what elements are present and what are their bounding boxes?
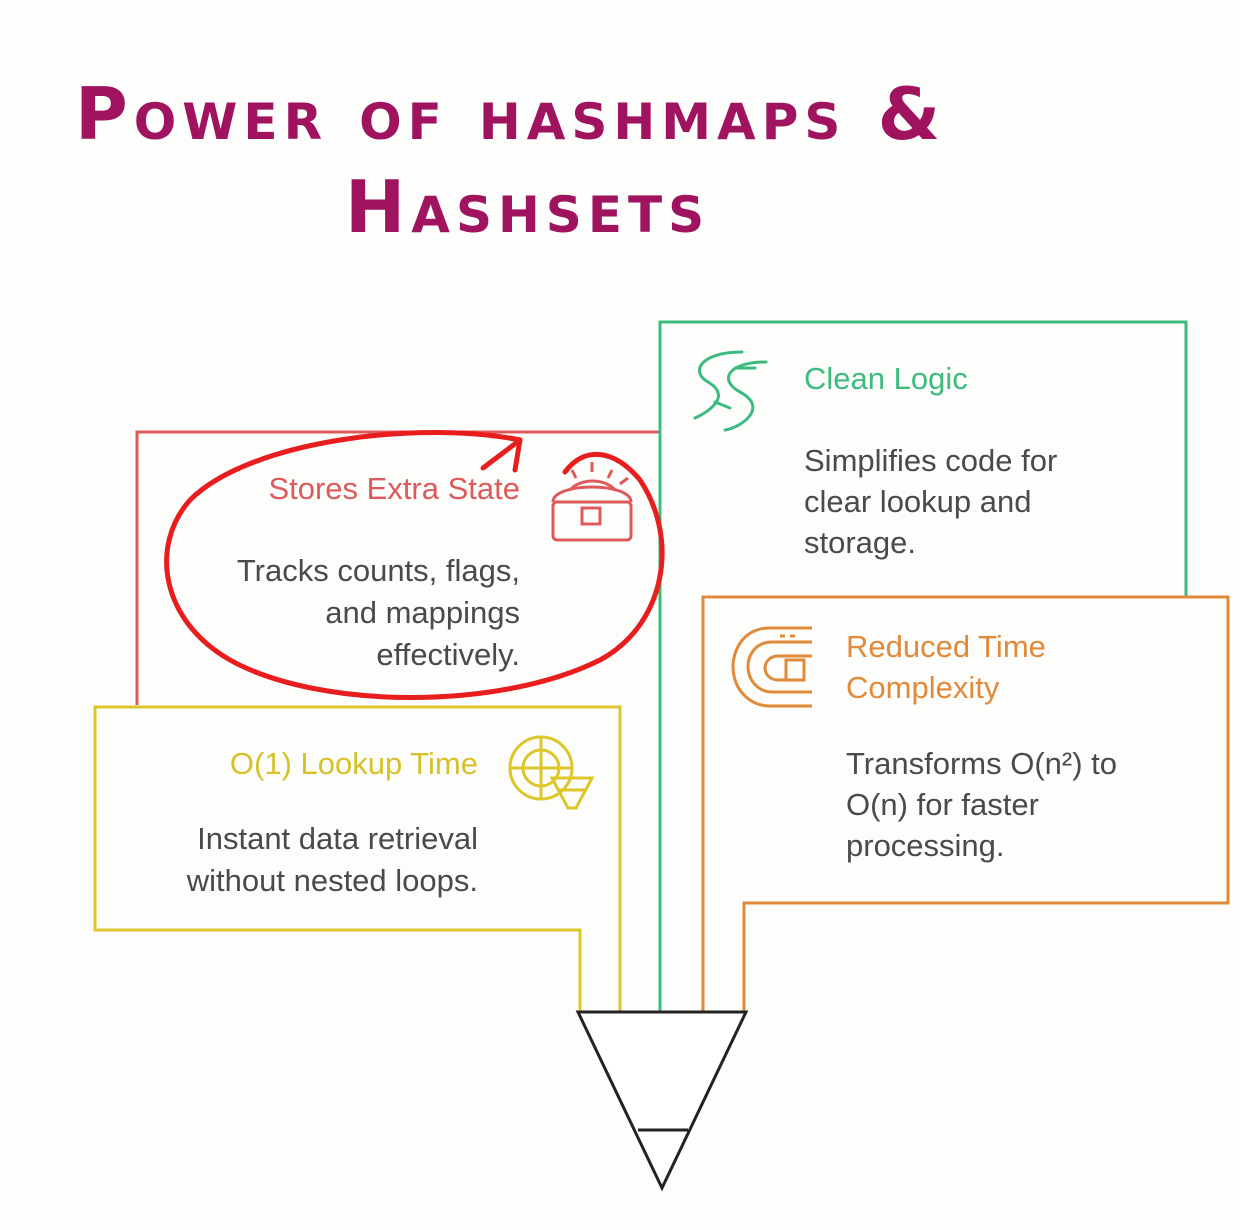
reduced-time-complexity-title-line-1: Reduced Time <box>846 629 1046 664</box>
card-reduced-time-complexity <box>701 595 1230 1012</box>
funnel <box>575 1010 749 1192</box>
reduced-time-complexity-body-line-1: Transforms O(n²) to <box>846 746 1117 781</box>
reduced-time-complexity-body-line-2: O(n) for faster <box>846 787 1039 822</box>
clean-logic-title: Clean Logic <box>804 361 968 396</box>
clean-logic-body-line-3: storage. <box>804 525 917 560</box>
race-track-icon <box>731 626 812 708</box>
lookup-time-title: O(1) Lookup Time <box>229 746 478 781</box>
reduced-time-complexity-title-line-2: Complexity <box>846 670 1000 705</box>
stores-extra-state-title: Stores Extra State <box>268 471 520 506</box>
card-clean-logic <box>658 320 1188 1012</box>
winding-road-icon <box>693 350 768 432</box>
stores-extra-state-body-line-1: Tracks counts, flags, <box>236 553 520 588</box>
title-line-1: Power of hashmaps & <box>75 72 947 156</box>
stores-extra-state-body-line-2: and mappings <box>325 595 520 630</box>
lookup-time-body-line-2: without nested loops. <box>186 863 478 898</box>
radar-funnel-icon <box>508 735 595 810</box>
title-line-2: Hashsets <box>345 165 711 249</box>
treasure-chest-icon <box>551 462 633 542</box>
stores-extra-state-body-line-3: effectively. <box>376 637 520 672</box>
card-stores-extra-state <box>135 430 660 705</box>
reduced-time-complexity-body-line-3: processing. <box>846 828 1005 863</box>
card-lookup-time <box>93 705 622 1012</box>
annotation-circle <box>164 430 665 700</box>
clean-logic-body-line-1: Simplifies code for <box>804 443 1058 478</box>
clean-logic-body-line-2: clear lookup and <box>804 484 1032 519</box>
title: Power of hashmaps & Hashsets <box>0 0 1240 260</box>
lookup-time-body-line-1: Instant data retrieval <box>197 821 478 856</box>
